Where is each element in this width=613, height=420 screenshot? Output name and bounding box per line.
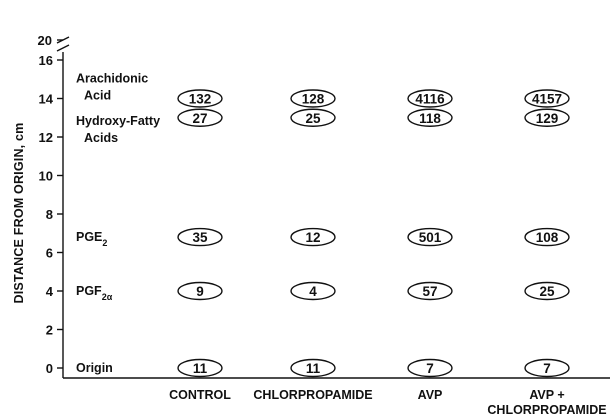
value-oval bbox=[407, 108, 453, 127]
y-ticks: 20 0 2 4 6 8 10 12 14 16 bbox=[38, 33, 63, 376]
value-label: 4 bbox=[309, 284, 317, 299]
band-label: Origin bbox=[76, 361, 113, 375]
value-oval bbox=[290, 281, 336, 301]
y-tick-label: 20 bbox=[38, 33, 52, 48]
value-label: 11 bbox=[193, 361, 208, 376]
value-oval bbox=[407, 358, 453, 378]
value-label: 128 bbox=[302, 92, 325, 107]
value-label: 12 bbox=[305, 230, 320, 245]
value-label: 11 bbox=[306, 361, 321, 376]
band-label: PGE2 bbox=[76, 230, 107, 248]
value-label: 9 bbox=[196, 284, 204, 299]
value-oval bbox=[290, 108, 336, 127]
value-oval bbox=[177, 108, 223, 127]
value-oval bbox=[290, 89, 336, 108]
band-label: Arachidonic bbox=[76, 71, 148, 85]
value-label: 4157 bbox=[532, 92, 562, 107]
value-oval bbox=[177, 227, 223, 247]
y-axis-break-upper bbox=[56, 36, 70, 44]
x-category-label: CHLORPROPAMIDE bbox=[487, 403, 606, 417]
band-label: PGF2α bbox=[76, 284, 113, 302]
band-label: Hydroxy-Fatty bbox=[76, 114, 160, 128]
value-label: 27 bbox=[192, 111, 207, 126]
value-label: 7 bbox=[543, 361, 551, 376]
value-oval bbox=[407, 89, 453, 108]
y-tick-label: 4 bbox=[46, 284, 54, 299]
value-label: 4116 bbox=[415, 92, 445, 107]
x-category-label: AVP + bbox=[529, 388, 564, 402]
x-category-label: AVP bbox=[418, 388, 443, 402]
y-tick-label: 12 bbox=[39, 130, 53, 145]
value-oval bbox=[524, 108, 570, 127]
x-category-label: CHLORPROPAMIDE bbox=[253, 388, 372, 402]
value-oval bbox=[177, 89, 223, 108]
value-oval bbox=[177, 358, 223, 378]
y-tick-label: 10 bbox=[39, 169, 53, 184]
value-label: 108 bbox=[536, 230, 559, 245]
x-category-label: CONTROL bbox=[169, 388, 231, 402]
value-label: 129 bbox=[536, 111, 559, 126]
value-label: 35 bbox=[192, 230, 208, 245]
value-label: 118 bbox=[419, 111, 441, 126]
band-label: Acid bbox=[84, 88, 111, 102]
value-label: 25 bbox=[305, 111, 321, 126]
y-tick-label: 0 bbox=[46, 361, 53, 376]
value-oval bbox=[290, 227, 336, 247]
value-label: 7 bbox=[426, 361, 434, 376]
value-label: 132 bbox=[189, 92, 212, 107]
value-label: 501 bbox=[419, 230, 442, 245]
y-tick-label: 8 bbox=[46, 207, 53, 222]
y-axis-break-lower bbox=[56, 44, 70, 52]
value-oval bbox=[524, 227, 570, 247]
band-label: Acids bbox=[84, 131, 118, 145]
value-marks: 132 128 4116 4157 27 25 118 129 35 12 501 108 9 4 57 25… bbox=[177, 89, 570, 378]
value-oval bbox=[290, 358, 336, 378]
y-axis-label: DISTANCE FROM ORIGIN, cm bbox=[12, 123, 26, 304]
value-oval bbox=[524, 281, 570, 301]
y-tick-label: 14 bbox=[39, 92, 54, 107]
axes bbox=[56, 36, 610, 379]
y-tick-label: 16 bbox=[39, 53, 53, 68]
value-oval bbox=[407, 227, 453, 247]
band-labels: ArachidonicAcidHydroxy-FattyAcidsPGE2PGF… bbox=[76, 71, 160, 375]
value-oval bbox=[407, 281, 453, 301]
y-axis-label-group: DISTANCE FROM ORIGIN, cm bbox=[12, 123, 26, 304]
value-oval bbox=[177, 281, 223, 301]
value-label: 25 bbox=[539, 284, 555, 299]
y-tick-label: 6 bbox=[46, 246, 53, 261]
value-oval bbox=[524, 89, 570, 108]
value-oval bbox=[524, 358, 570, 378]
value-label: 57 bbox=[422, 284, 437, 299]
y-tick-label: 2 bbox=[46, 323, 53, 338]
